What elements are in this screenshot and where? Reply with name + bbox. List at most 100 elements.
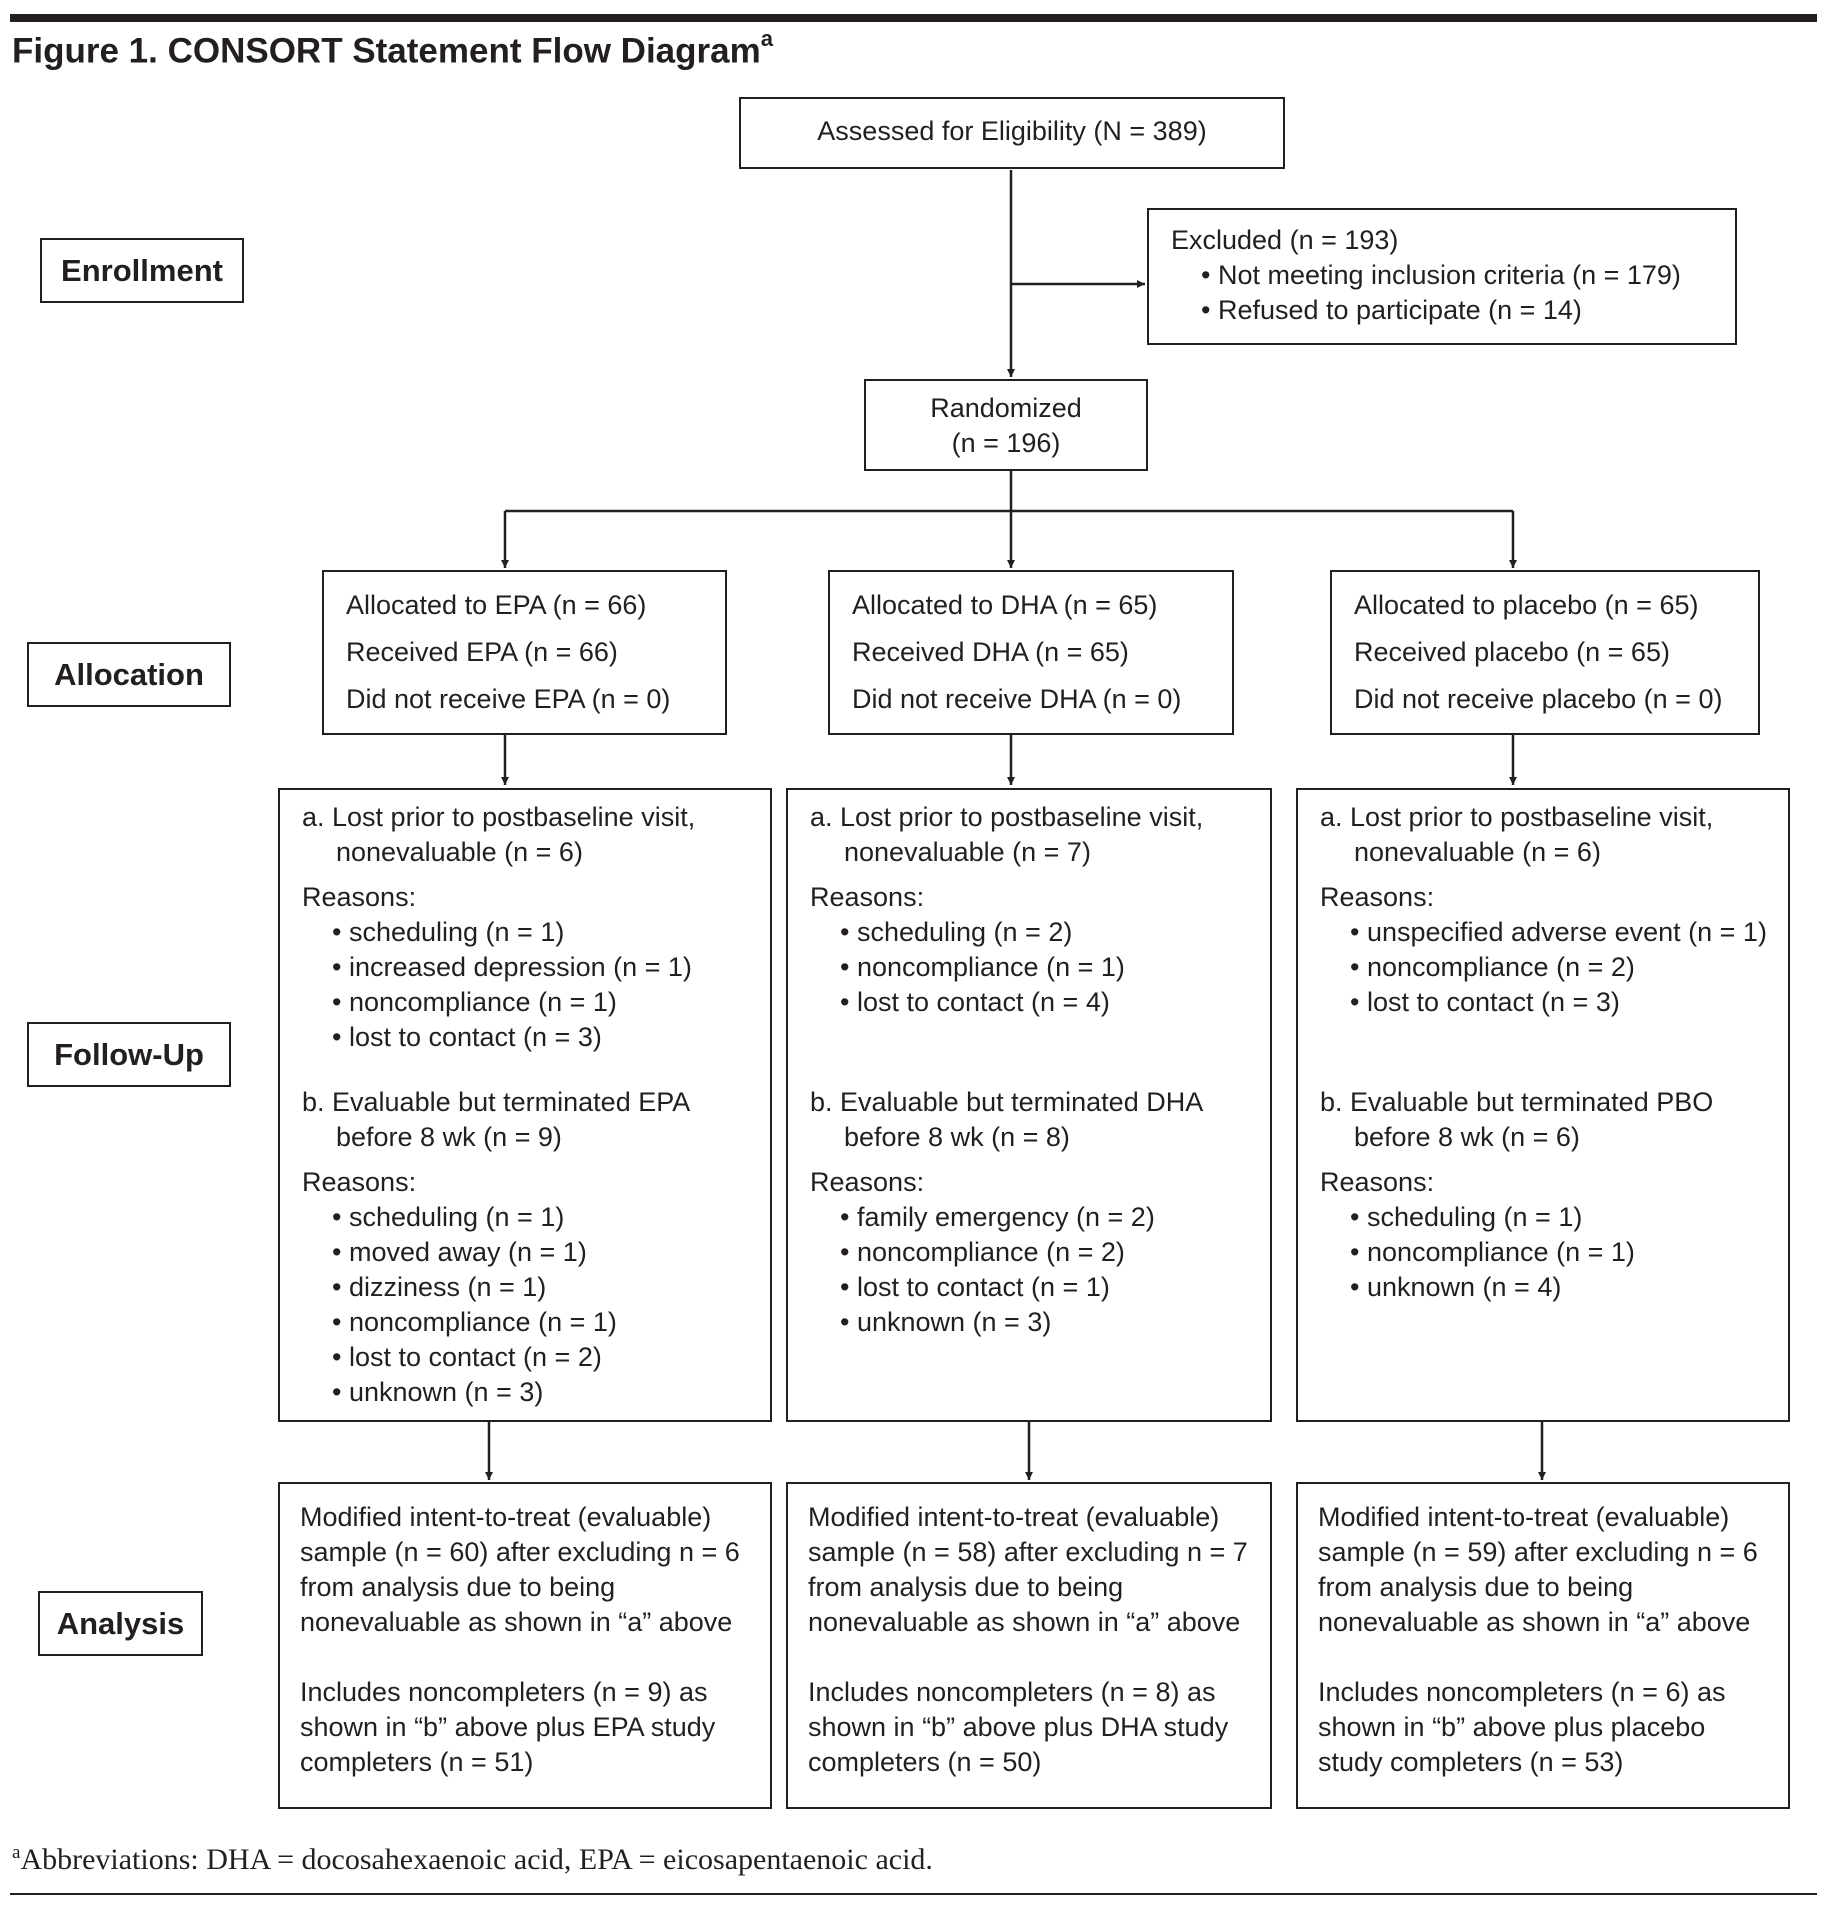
excluded-item: • Not meeting inclusion criteria (n = 17… bbox=[1201, 260, 1681, 290]
stage-analysis: Analysis bbox=[38, 1591, 203, 1656]
reason-item: • scheduling (n = 1) bbox=[332, 917, 565, 947]
analysis-box-placebo: Modified intent-to-treat (evaluable) sam… bbox=[1296, 1482, 1790, 1809]
analysis-line: Modified intent-to-treat (evaluable) bbox=[808, 1502, 1220, 1532]
reason-item: • noncompliance (n = 1) bbox=[1350, 1237, 1635, 1267]
followup-b-count: before 8 wk (n = 6) bbox=[1354, 1122, 1580, 1152]
allocation-line: Received placebo (n = 65) bbox=[1354, 637, 1670, 667]
followup-box-dha: a. Lost prior to postbaseline visit, non… bbox=[786, 788, 1272, 1422]
followup-a-heading: a. Lost prior to postbaseline visit, bbox=[1320, 802, 1714, 832]
analysis-line: nonevaluable as shown in “a” above bbox=[1318, 1607, 1751, 1637]
reasons-label: Reasons: bbox=[1320, 882, 1435, 912]
randomized-box: Randomized (n = 196) bbox=[864, 379, 1148, 471]
randomized-count: (n = 196) bbox=[951, 428, 1061, 458]
stage-allocation-label: Allocation bbox=[54, 656, 204, 692]
followup-b-heading: b. Evaluable but terminated PBO bbox=[1320, 1087, 1714, 1117]
allocation-line: Did not receive DHA (n = 0) bbox=[852, 684, 1182, 714]
footnote: aAbbreviations: DHA = docosahexaenoic ac… bbox=[12, 1842, 933, 1877]
allocation-line: Allocated to placebo (n = 65) bbox=[1354, 590, 1699, 620]
analysis-line: nonevaluable as shown in “a” above bbox=[808, 1607, 1241, 1637]
followup-a-count: nonevaluable (n = 7) bbox=[844, 837, 1091, 867]
reasons-label: Reasons: bbox=[302, 882, 417, 912]
analysis-line: Modified intent-to-treat (evaluable) bbox=[300, 1502, 712, 1532]
analysis-line: sample (n = 60) after excluding n = 6 bbox=[300, 1537, 740, 1567]
followup-box-placebo: a. Lost prior to postbaseline visit, non… bbox=[1296, 788, 1790, 1422]
followup-b-count: before 8 wk (n = 8) bbox=[844, 1122, 1070, 1152]
top-rule bbox=[10, 14, 1817, 22]
figure-title-text: Figure 1. CONSORT Statement Flow Diagram bbox=[12, 31, 761, 71]
followup-a-count: nonevaluable (n = 6) bbox=[1354, 837, 1601, 867]
reason-item: • increased depression (n = 1) bbox=[332, 952, 692, 982]
allocation-box-epa: Allocated to EPA (n = 66) Received EPA (… bbox=[322, 570, 727, 735]
reason-item: • unknown (n = 4) bbox=[1350, 1272, 1562, 1302]
stage-analysis-label: Analysis bbox=[56, 1605, 185, 1641]
figure-title: Figure 1. CONSORT Statement Flow Diagram… bbox=[12, 26, 773, 72]
excluded-title: Excluded (n = 193) bbox=[1171, 225, 1399, 255]
reason-item: • scheduling (n = 2) bbox=[840, 917, 1073, 947]
stage-follow-up-label: Follow-Up bbox=[54, 1036, 204, 1072]
reasons-label: Reasons: bbox=[302, 1167, 417, 1197]
analysis-line: study completers (n = 53) bbox=[1318, 1747, 1624, 1777]
followup-a-count: nonevaluable (n = 6) bbox=[336, 837, 583, 867]
analysis-line: sample (n = 59) after excluding n = 6 bbox=[1318, 1537, 1758, 1567]
reason-item: • lost to contact (n = 4) bbox=[840, 987, 1110, 1017]
reason-item: • noncompliance (n = 1) bbox=[840, 952, 1125, 982]
reason-item: • noncompliance (n = 1) bbox=[332, 987, 617, 1017]
reason-item: • noncompliance (n = 1) bbox=[332, 1307, 617, 1337]
analysis-line: shown in “b” above plus DHA study bbox=[808, 1712, 1229, 1742]
reason-item: • family emergency (n = 2) bbox=[840, 1202, 1155, 1232]
reasons-label: Reasons: bbox=[810, 1167, 925, 1197]
reason-item: • unknown (n = 3) bbox=[332, 1377, 544, 1407]
stage-enrollment: Enrollment bbox=[40, 238, 244, 303]
reason-item: • noncompliance (n = 2) bbox=[1350, 952, 1635, 982]
followup-box-epa: a. Lost prior to postbaseline visit, non… bbox=[278, 788, 772, 1422]
allocation-line: Allocated to EPA (n = 66) bbox=[346, 590, 647, 620]
analysis-line: Includes noncompleters (n = 8) as bbox=[808, 1677, 1216, 1707]
analysis-line: from analysis due to being bbox=[808, 1572, 1124, 1602]
randomized-label: Randomized bbox=[930, 393, 1082, 423]
analysis-line: shown in “b” above plus placebo bbox=[1318, 1712, 1706, 1742]
analysis-line: completers (n = 51) bbox=[300, 1747, 534, 1777]
stage-allocation: Allocation bbox=[27, 642, 231, 707]
analysis-line: shown in “b” above plus EPA study bbox=[300, 1712, 716, 1742]
allocation-line: Received EPA (n = 66) bbox=[346, 637, 618, 667]
bottom-rule bbox=[10, 1893, 1817, 1895]
reasons-label: Reasons: bbox=[1320, 1167, 1435, 1197]
analysis-line: from analysis due to being bbox=[1318, 1572, 1634, 1602]
reason-item: • dizziness (n = 1) bbox=[332, 1272, 547, 1302]
reasons-label: Reasons: bbox=[810, 882, 925, 912]
reason-item: • moved away (n = 1) bbox=[332, 1237, 587, 1267]
excluded-item: • Refused to participate (n = 14) bbox=[1201, 295, 1582, 325]
analysis-line: sample (n = 58) after excluding n = 7 bbox=[808, 1537, 1248, 1567]
reason-item: • scheduling (n = 1) bbox=[1350, 1202, 1583, 1232]
followup-b-heading: b. Evaluable but terminated DHA bbox=[810, 1087, 1204, 1117]
analysis-box-epa: Modified intent-to-treat (evaluable) sam… bbox=[278, 1482, 772, 1809]
reason-item: • unspecified adverse event (n = 1) bbox=[1350, 917, 1767, 947]
reason-item: • lost to contact (n = 3) bbox=[332, 1022, 602, 1052]
reason-item: • unknown (n = 3) bbox=[840, 1307, 1052, 1337]
reason-item: • lost to contact (n = 1) bbox=[840, 1272, 1110, 1302]
analysis-line: Includes noncompleters (n = 9) as bbox=[300, 1677, 708, 1707]
followup-b-count: before 8 wk (n = 9) bbox=[336, 1122, 562, 1152]
analysis-line: completers (n = 50) bbox=[808, 1747, 1042, 1777]
stage-follow-up: Follow-Up bbox=[27, 1022, 231, 1087]
allocation-line: Did not receive placebo (n = 0) bbox=[1354, 684, 1723, 714]
reason-item: • lost to contact (n = 2) bbox=[332, 1342, 602, 1372]
followup-b-heading: b. Evaluable but terminated EPA bbox=[302, 1087, 691, 1117]
footnote-text: Abbreviations: DHA = docosahexaenoic aci… bbox=[20, 1843, 933, 1876]
allocation-box-dha: Allocated to DHA (n = 65) Received DHA (… bbox=[828, 570, 1234, 735]
reason-item: • noncompliance (n = 2) bbox=[840, 1237, 1125, 1267]
analysis-line: from analysis due to being bbox=[300, 1572, 616, 1602]
analysis-box-dha: Modified intent-to-treat (evaluable) sam… bbox=[786, 1482, 1272, 1809]
followup-a-heading: a. Lost prior to postbaseline visit, bbox=[810, 802, 1204, 832]
analysis-line: Includes noncompleters (n = 6) as bbox=[1318, 1677, 1726, 1707]
allocation-box-placebo: Allocated to placebo (n = 65) Received p… bbox=[1330, 570, 1760, 735]
reason-item: • scheduling (n = 1) bbox=[332, 1202, 565, 1232]
reason-item: • lost to contact (n = 3) bbox=[1350, 987, 1620, 1017]
footnote-marker: a bbox=[12, 1842, 21, 1863]
figure-title-superscript: a bbox=[760, 26, 773, 51]
followup-a-heading: a. Lost prior to postbaseline visit, bbox=[302, 802, 696, 832]
allocation-line: Received DHA (n = 65) bbox=[852, 637, 1129, 667]
analysis-line: nonevaluable as shown in “a” above bbox=[300, 1607, 733, 1637]
assessed-label: Assessed for Eligibility (N = 389) bbox=[817, 116, 1207, 146]
